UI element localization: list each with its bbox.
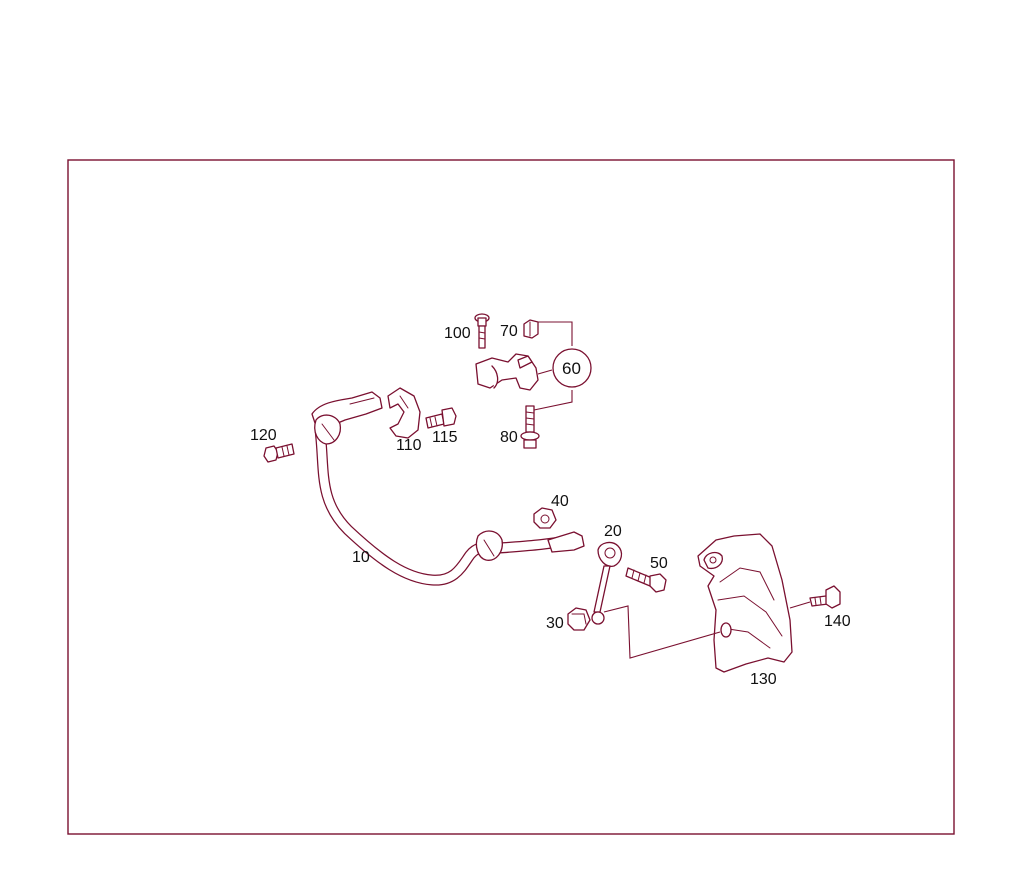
part-80-bolt[interactable] bbox=[520, 405, 540, 449]
part-130-cover-plate[interactable] bbox=[697, 533, 793, 673]
part-140-bolt[interactable] bbox=[809, 585, 841, 609]
label-30: 30 bbox=[546, 615, 564, 632]
label-20: 20 bbox=[604, 523, 622, 540]
leader-20-130 bbox=[603, 605, 721, 659]
callout-60-circle bbox=[552, 348, 592, 388]
label-10: 10 bbox=[352, 549, 370, 566]
label-130: 130 bbox=[750, 671, 777, 688]
label-60: 60 bbox=[562, 359, 581, 378]
part-30-nut[interactable] bbox=[567, 607, 591, 631]
label-140: 140 bbox=[824, 613, 851, 630]
part-50-bolt[interactable] bbox=[625, 567, 667, 593]
part-110-clamp[interactable] bbox=[387, 387, 421, 439]
part-10-stabilizer-bar[interactable] bbox=[311, 391, 585, 586]
part-70-nut[interactable] bbox=[523, 319, 539, 339]
part-115-bolt[interactable] bbox=[425, 407, 457, 429]
part-60-bracket[interactable] bbox=[475, 353, 539, 391]
diagram-frame bbox=[67, 159, 955, 835]
part-120-bolt[interactable] bbox=[263, 443, 295, 463]
part-40-nut[interactable] bbox=[533, 507, 557, 529]
part-100-bolt[interactable] bbox=[474, 313, 490, 349]
label-40: 40 bbox=[551, 493, 569, 510]
leader-140 bbox=[789, 601, 811, 609]
part-20-link-rod[interactable] bbox=[591, 541, 623, 625]
label-100: 100 bbox=[444, 325, 471, 342]
leader-60 bbox=[533, 321, 573, 411]
label-50: 50 bbox=[650, 555, 668, 572]
label-120: 120 bbox=[250, 427, 277, 444]
label-115: 115 bbox=[432, 429, 458, 446]
label-110: 110 bbox=[396, 437, 422, 454]
label-80: 80 bbox=[500, 429, 518, 446]
label-70: 70 bbox=[500, 323, 518, 340]
